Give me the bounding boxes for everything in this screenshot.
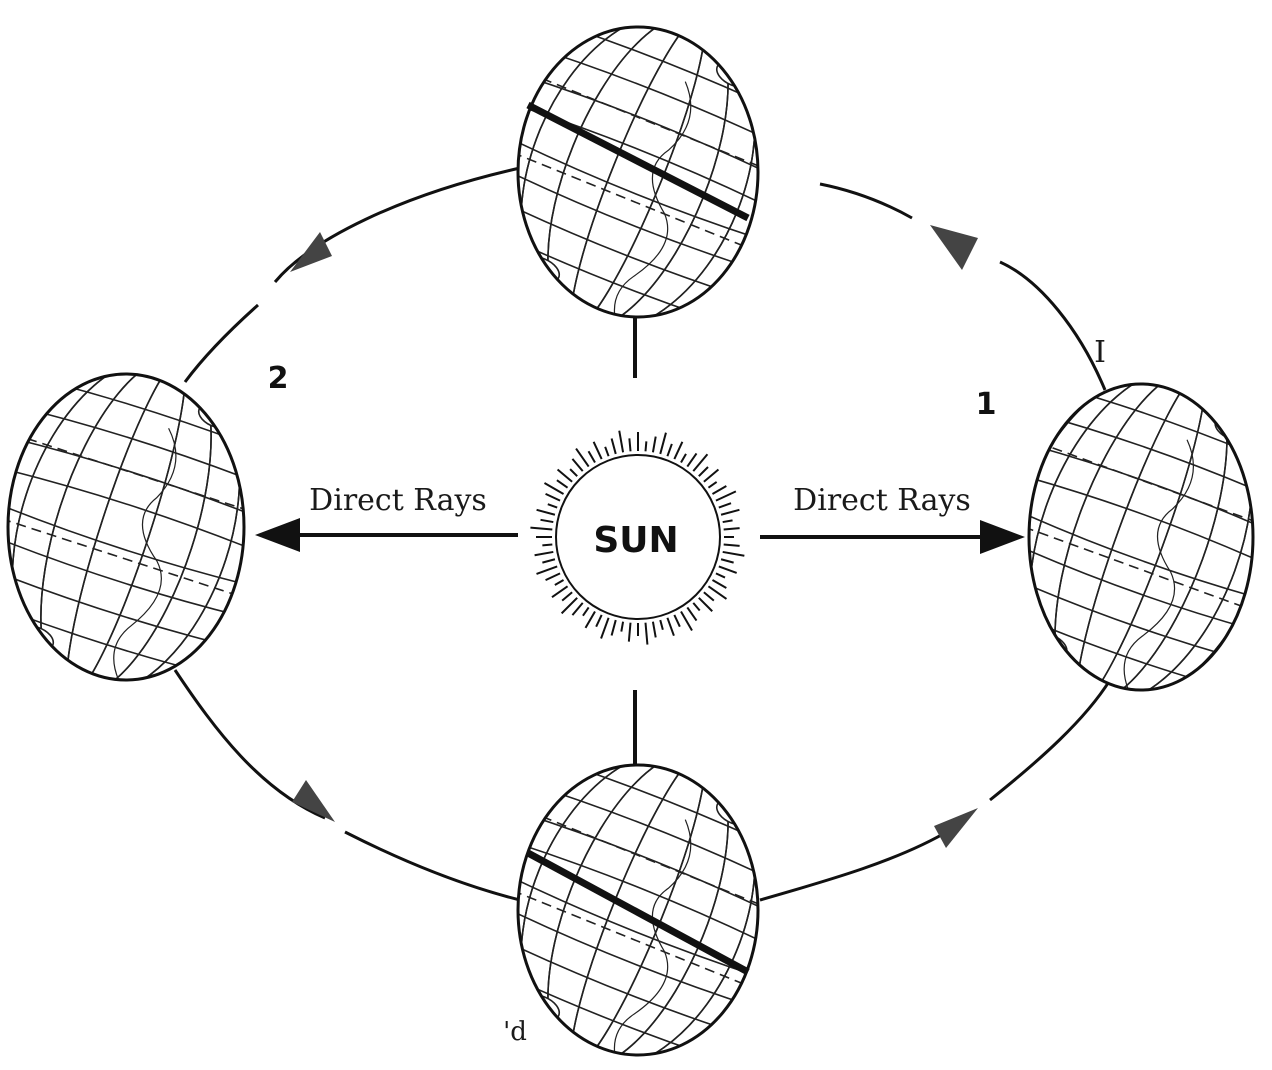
- sun-ray: [715, 572, 726, 579]
- sun-ray: [722, 519, 733, 524]
- sun-ray: [723, 543, 740, 547]
- sun-ray: [666, 443, 673, 457]
- direct-ray-right-arrow: [760, 520, 1025, 554]
- direct-rays-right-label: Direct Rays: [793, 483, 971, 518]
- sun-ray: [718, 565, 738, 574]
- sun-ray: [530, 526, 553, 531]
- sun-ray: [644, 622, 649, 645]
- direct-ray-left-arrow: [255, 518, 518, 552]
- earth-globe-right: [1027, 382, 1255, 692]
- orbit-arrowhead-upper-left: [290, 232, 332, 272]
- sun-ray: [571, 602, 584, 616]
- position-1-label: 1: [976, 387, 997, 422]
- sun-ray: [542, 543, 553, 547]
- sun-ray: [718, 502, 732, 509]
- sun-ray: [686, 606, 698, 622]
- sun-ray: [703, 468, 720, 483]
- sun-label: SUN: [593, 520, 678, 561]
- sun-ray: [680, 610, 693, 632]
- orbit-path: [173, 166, 1112, 902]
- stray-mark-right: I: [1094, 335, 1106, 370]
- sun-ray: [536, 565, 558, 575]
- sun-rays: [530, 430, 745, 645]
- sun-ray: [571, 458, 584, 472]
- sun-ray: [722, 550, 745, 557]
- sun-ray: [723, 527, 740, 531]
- sun-ray: [561, 591, 573, 602]
- sun-ray: [618, 430, 625, 453]
- sun-ray: [707, 481, 718, 489]
- sun-ray: [651, 436, 657, 453]
- position-2-label: 2: [268, 361, 289, 396]
- sun-ray: [692, 453, 709, 472]
- sun-ray: [620, 621, 625, 632]
- sun-ray: [595, 614, 603, 628]
- earth-globe-bottom: [516, 763, 760, 1057]
- sun-ray: [628, 438, 632, 452]
- sun-ray: [666, 617, 675, 637]
- sun-ray: [545, 572, 561, 582]
- sun-ray: [556, 468, 573, 483]
- orbit-arrowheads: [290, 225, 978, 848]
- orbit-arrowhead-lower-right: [934, 808, 978, 848]
- sun-ray: [551, 585, 569, 599]
- sun-ray: [698, 466, 709, 477]
- sun-ray: [545, 492, 561, 502]
- sun-ray: [536, 508, 556, 516]
- sun-ray: [543, 482, 565, 495]
- sun-ray: [547, 503, 558, 509]
- stray-mark-bottom: 'd: [503, 1017, 527, 1047]
- sun-ray: [556, 479, 569, 489]
- direct-rays-left-label: Direct Rays: [309, 483, 487, 518]
- sun-ray: [575, 447, 590, 468]
- sun-ray: [587, 450, 596, 464]
- sun-ray: [644, 441, 648, 452]
- sun-ray: [703, 591, 715, 602]
- orbit-arrowhead-upper-right: [930, 225, 978, 270]
- sun-ray: [542, 558, 556, 564]
- earth-globe-top: [516, 25, 760, 319]
- sun-ray: [720, 558, 734, 564]
- sun-ray: [592, 441, 603, 460]
- globe-axis-line-bottom: [526, 849, 750, 976]
- sun-ray: [600, 617, 610, 639]
- sun-ray: [651, 621, 657, 638]
- sun-ray: [610, 619, 617, 636]
- sun-ray: [582, 606, 590, 617]
- orbit-arrowhead-lower-left: [292, 780, 335, 822]
- sun-ray: [692, 602, 701, 612]
- sun-disk: [555, 454, 721, 620]
- sun-ray: [673, 441, 684, 460]
- sun-ray: [534, 550, 554, 557]
- sun-ray: [720, 508, 740, 516]
- sun-ray: [540, 518, 554, 524]
- sun-ray: [715, 490, 737, 502]
- sun: SUN: [530, 430, 745, 645]
- sun-ray: [711, 485, 727, 495]
- sun-ray: [627, 622, 632, 642]
- sun-ray: [673, 614, 681, 628]
- globe-graticule: [1029, 384, 1253, 690]
- sun-ray: [680, 453, 687, 464]
- sun-ray: [711, 579, 727, 589]
- sun-ray: [560, 597, 578, 615]
- sun-ray: [610, 438, 617, 455]
- sun-ray: [604, 446, 610, 457]
- sun-ray: [659, 619, 664, 630]
- sun-ray: [554, 579, 565, 586]
- sun-ray: [707, 585, 728, 600]
- globe-axis-line-top: [526, 101, 750, 222]
- sun-ray: [659, 432, 667, 455]
- sun-ray: [569, 468, 578, 477]
- sun-ray: [584, 610, 596, 629]
- sun-ray: [698, 597, 713, 612]
- sun-ray: [686, 452, 698, 468]
